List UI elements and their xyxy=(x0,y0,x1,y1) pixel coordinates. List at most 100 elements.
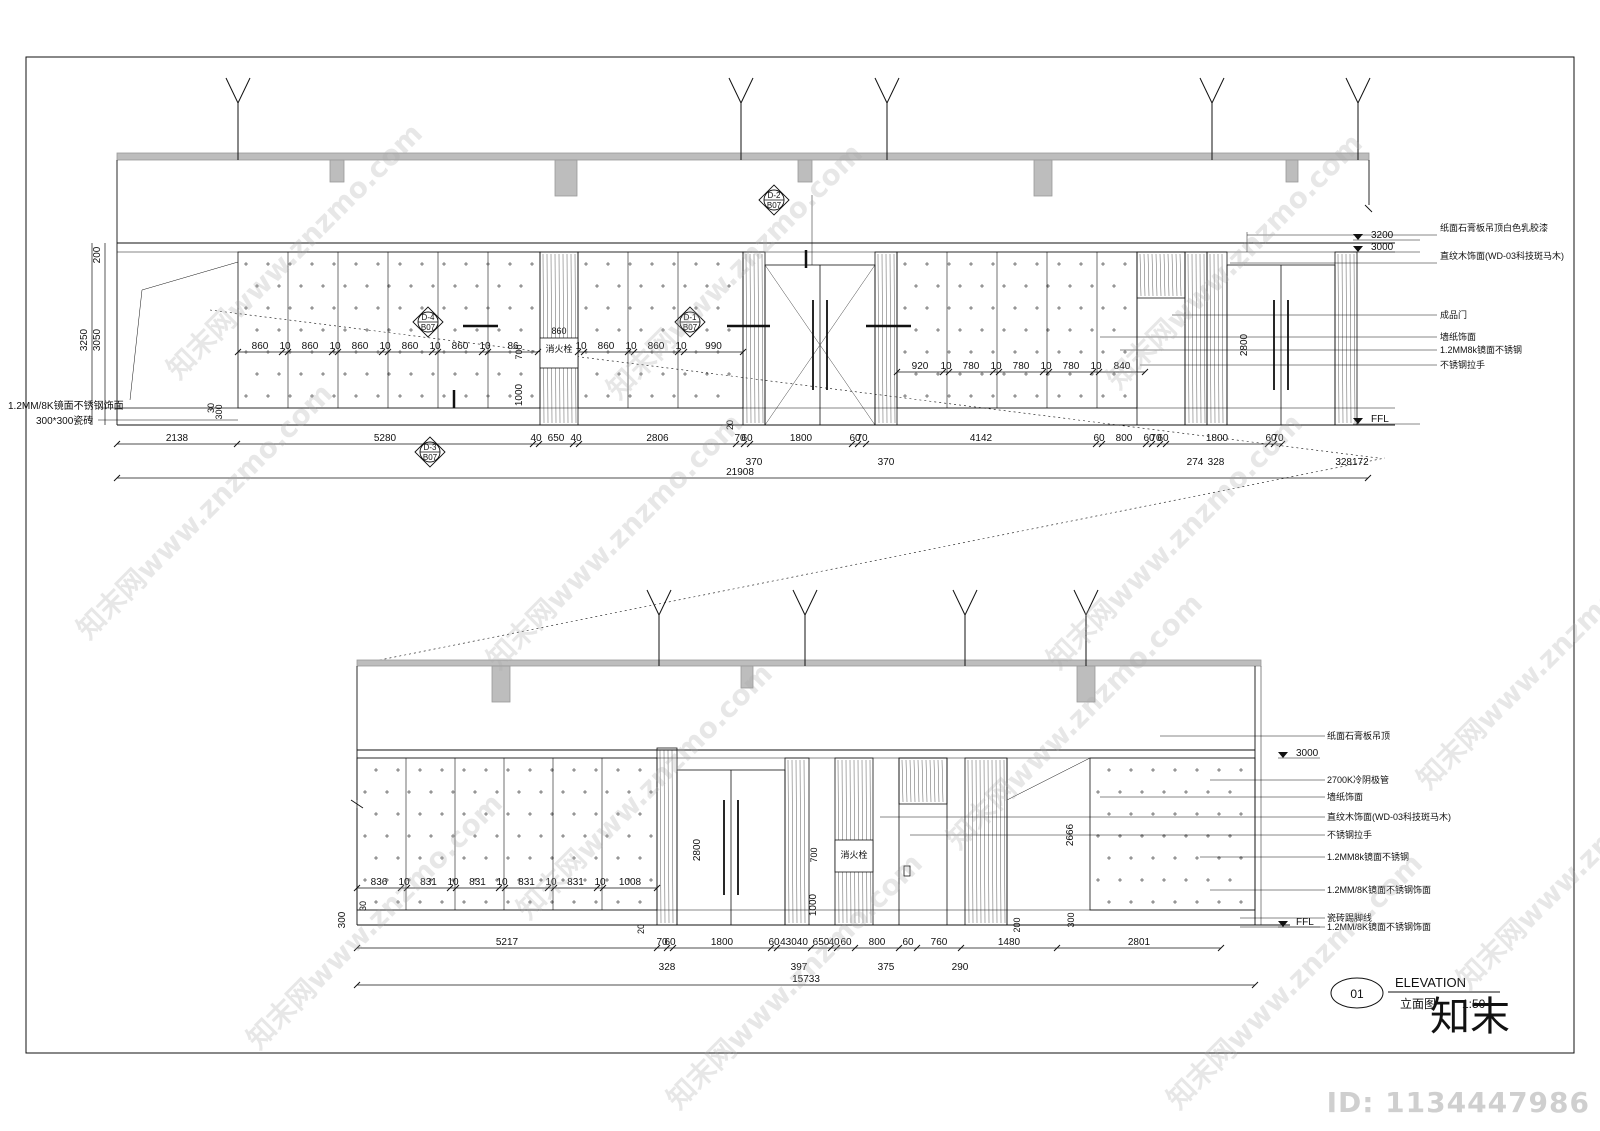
material-note: 1.2MM/8K镜面不锈钢饰面 xyxy=(1327,921,1431,932)
sub-dim: 274 xyxy=(1187,457,1204,468)
dim-label: 60 xyxy=(849,433,861,444)
door-swing xyxy=(764,344,821,426)
dim-label: 760 xyxy=(931,937,948,948)
vdim: 20 xyxy=(725,420,735,430)
title-en: ELEVATION xyxy=(1395,975,1466,990)
material-note: 1.2MM8k镜面不锈钢 xyxy=(1327,851,1409,862)
door-opening xyxy=(898,757,948,926)
hatch-line xyxy=(1006,757,1091,801)
line xyxy=(893,253,896,424)
fire-hydrant-box xyxy=(539,337,579,369)
line xyxy=(905,759,908,803)
line xyxy=(1213,253,1216,424)
dim-tick xyxy=(893,368,901,376)
dim-label: 40 xyxy=(828,937,840,948)
section-tag-diamond xyxy=(674,306,706,338)
dim-label: 10 xyxy=(479,341,491,352)
dim-tick xyxy=(328,348,336,356)
dim-tick xyxy=(1364,474,1372,482)
line xyxy=(1345,77,1359,104)
line xyxy=(1167,253,1170,297)
line xyxy=(671,749,674,924)
dim-label: 650 xyxy=(548,433,565,444)
line xyxy=(975,759,978,924)
vdim: 200 xyxy=(1012,917,1022,932)
dim-label: 780 xyxy=(963,361,980,372)
level-label: FFL xyxy=(1296,917,1314,928)
pendant-lamp-symbol xyxy=(646,589,672,666)
dim-tick xyxy=(353,981,361,989)
dim-label: 2806 xyxy=(646,433,669,444)
dim-tick xyxy=(989,368,997,376)
pendant-lamp-symbol xyxy=(1345,77,1371,160)
dim-label: 10 xyxy=(940,361,952,372)
dim-label: 2801 xyxy=(1128,937,1151,948)
section-tag-sheet: B07 xyxy=(423,453,438,462)
dim-label: 60 xyxy=(741,433,753,444)
material-note: 瓷砖踢脚线 xyxy=(1327,912,1372,923)
dim-label: 1800 xyxy=(1206,433,1229,444)
line xyxy=(1171,253,1174,297)
wallpaper-texture xyxy=(244,262,534,398)
sub-dim: 328172 xyxy=(1335,457,1369,468)
dim-label: 1800 xyxy=(711,937,734,948)
dim-label: 2138 xyxy=(166,433,189,444)
line xyxy=(1199,77,1213,104)
ceiling-slab xyxy=(116,152,1370,161)
ceiling-slab xyxy=(356,659,1262,667)
wood-grain-texture xyxy=(787,759,806,924)
vdim: 200 xyxy=(92,246,103,263)
dim-tick xyxy=(1098,440,1106,448)
sub-dim: 397 xyxy=(791,962,808,973)
material-note: 墙纸饰面 xyxy=(1327,791,1363,802)
dim-label: 831 xyxy=(518,877,535,888)
dim-tick xyxy=(739,348,747,356)
dim-tick xyxy=(233,440,241,448)
line xyxy=(983,759,986,924)
ceiling-beam xyxy=(1285,159,1299,183)
title-number-ellipse xyxy=(1330,977,1384,1009)
material-note: 直纹木饰面(WD-03科技斑马木) xyxy=(1327,811,1451,822)
dim-label: 840 xyxy=(1114,361,1131,372)
dim-tick xyxy=(653,884,661,892)
sheet-frame xyxy=(25,56,1575,1054)
line xyxy=(971,759,974,924)
ceiling-beam xyxy=(797,159,813,183)
dim-label: 10 xyxy=(675,341,687,352)
pendant-lamp-symbol xyxy=(874,77,900,160)
dim-tick xyxy=(278,348,286,356)
dim-label: 860 xyxy=(598,341,615,352)
line xyxy=(889,253,892,424)
line xyxy=(1199,253,1202,424)
dim-tick xyxy=(1095,368,1103,376)
wood-transom xyxy=(898,757,948,805)
level-label: 3200 xyxy=(1371,230,1394,241)
section-tag-sheet: B07 xyxy=(421,323,436,332)
vdim: 300 xyxy=(1066,912,1076,927)
vdim: 3250 xyxy=(79,328,90,351)
dim-label: 780 xyxy=(1013,361,1030,372)
section-tag-id: D-4 xyxy=(422,313,435,322)
dim-label: 1008 xyxy=(619,877,642,888)
dim-tick xyxy=(113,440,121,448)
dim-tick xyxy=(807,944,815,952)
dim-label: 1480 xyxy=(998,937,1021,948)
dim-tick xyxy=(773,944,781,952)
dim-label: 860 xyxy=(402,341,419,352)
vdim: 2800 xyxy=(1239,333,1250,356)
dim-tick xyxy=(746,440,754,448)
dim-label: 10 xyxy=(279,341,291,352)
sub-dim: 328 xyxy=(659,962,676,973)
wall-panel xyxy=(1089,757,1256,911)
dim-tick xyxy=(653,944,661,952)
line xyxy=(941,759,944,803)
line xyxy=(1195,253,1198,424)
wood-grain-texture xyxy=(1139,253,1182,297)
pendant-lamp-symbol xyxy=(225,77,251,160)
line xyxy=(1159,253,1162,297)
line xyxy=(659,749,662,924)
dim-tick xyxy=(569,440,577,448)
dim-tick xyxy=(384,348,392,356)
